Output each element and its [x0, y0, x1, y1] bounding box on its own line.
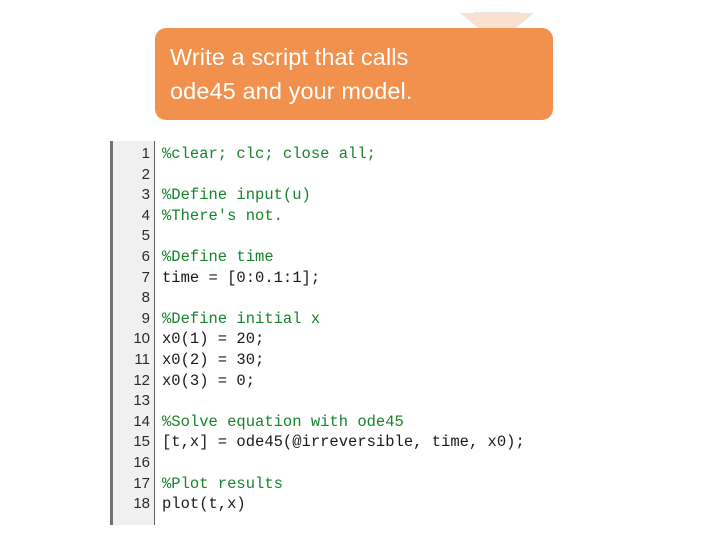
line-number: 3: [141, 186, 150, 204]
code-left-rule: [110, 141, 113, 525]
line-number: 10: [133, 330, 150, 348]
code-line: [162, 226, 525, 247]
code-lines: %clear; clc; close all; %Define input(u)…: [155, 141, 525, 525]
line-number: 8: [141, 289, 150, 307]
line-number: 5: [141, 227, 150, 245]
code-line: x0(2) = 30;: [162, 350, 265, 369]
code-line: [162, 288, 525, 309]
code-line: [162, 453, 525, 474]
line-number: 2: [141, 165, 150, 183]
line-number: 9: [141, 309, 150, 327]
code-line: %clear; clc; close all;: [162, 145, 376, 163]
line-number: 15: [133, 433, 150, 451]
callout-bubble: Write a script that calls ode45 and your…: [155, 28, 553, 120]
line-number: 17: [133, 474, 150, 492]
code-line: [162, 391, 525, 412]
line-number: 1: [141, 145, 150, 162]
line-number: 12: [133, 371, 150, 389]
code-line: %Solve equation with ode45: [162, 412, 404, 431]
callout-text: Write a script that calls ode45 and your…: [170, 44, 413, 104]
instruction-callout: Write a script that calls ode45 and your…: [155, 12, 553, 120]
line-number: 7: [141, 268, 150, 286]
code-line: [t,x] = ode45(@irreversible, time, x0);: [162, 433, 525, 452]
line-number: 13: [133, 392, 150, 410]
code-line: %Plot results: [162, 474, 283, 493]
code-line: time = [0:0.1:1];: [162, 268, 321, 287]
line-number: 14: [133, 412, 150, 430]
line-number: 16: [133, 453, 150, 471]
code-line: plot(t,x): [162, 495, 246, 514]
code-line: %Define initial x: [162, 309, 321, 328]
code-line: %Define time: [162, 247, 274, 266]
line-number: 18: [133, 495, 150, 513]
code-line: x0(3) = 0;: [162, 371, 256, 390]
line-number: 6: [141, 247, 150, 265]
code-line: x0(1) = 20;: [162, 330, 265, 349]
code-line: %Define input(u): [162, 186, 311, 205]
code-line: [162, 165, 525, 186]
line-number: 4: [141, 206, 150, 224]
code-line: %There's not.: [162, 206, 283, 225]
line-number: 11: [134, 350, 150, 368]
